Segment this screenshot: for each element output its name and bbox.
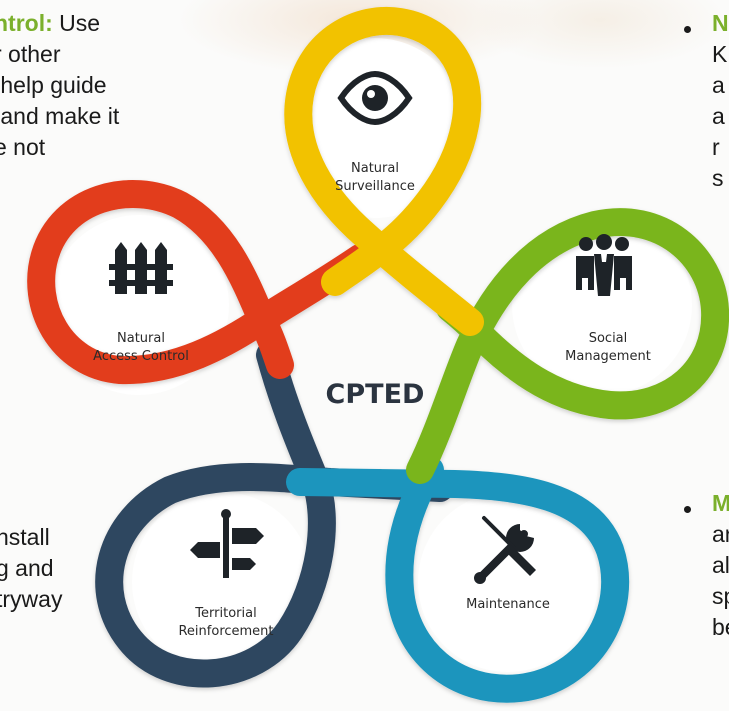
maintenance-description: M ar al sp be xyxy=(712,488,729,643)
eye-icon xyxy=(337,70,413,126)
bullet-icon xyxy=(684,506,691,513)
text-line: a xyxy=(712,103,725,129)
center-title: CPTED xyxy=(326,379,425,410)
tools-icon xyxy=(474,516,536,584)
text-line: sp xyxy=(712,583,729,609)
access-label-line2: Access Control xyxy=(93,349,189,364)
maintenance-label: Maintenance xyxy=(466,597,550,612)
territorial-label-line2: Reinforcement xyxy=(178,624,273,639)
signpost-icon xyxy=(190,509,264,578)
maintenance-circle xyxy=(418,492,598,672)
territorial-description: nstall g and tryway xyxy=(0,522,62,615)
text-line: e not xyxy=(0,134,46,160)
social-circle xyxy=(512,215,692,395)
access-label-line1: Natural xyxy=(117,331,165,346)
text-line: nstall xyxy=(0,524,50,550)
fence-icon xyxy=(109,242,173,294)
text-line: Use xyxy=(52,10,101,36)
text-line: be xyxy=(712,614,729,640)
surveillance-label-line1: Natural xyxy=(351,161,399,176)
territorial-circle xyxy=(132,492,312,672)
text-line: help guide xyxy=(0,72,107,98)
maintenance-heading: M xyxy=(712,490,729,516)
text-line: s xyxy=(712,165,724,191)
text-line: and make it xyxy=(0,103,120,129)
text-line: r other xyxy=(0,41,61,67)
surveillance-description: N K a a r s xyxy=(712,8,729,194)
text-line: al xyxy=(712,552,729,578)
surveillance-heading: N xyxy=(712,10,729,36)
surveillance-label-line2: Surveillance xyxy=(335,179,415,194)
bullet-icon xyxy=(684,26,691,33)
access-control-description: ntrol: Use r other help guide and make i… xyxy=(0,8,119,163)
access-loop xyxy=(27,180,374,385)
territorial-label-line1: Territorial xyxy=(194,606,256,621)
people-icon xyxy=(576,234,632,296)
social-label-line1: Social xyxy=(589,331,628,346)
text-line: r xyxy=(712,134,720,160)
social-loop xyxy=(406,208,729,484)
text-line: K xyxy=(712,41,728,67)
surveillance-loop xyxy=(284,6,484,336)
maintenance-loop xyxy=(286,456,630,703)
social-label-line2: Management xyxy=(565,349,651,364)
text-line: g and xyxy=(0,555,54,581)
access-control-heading: ntrol: xyxy=(0,10,53,36)
text-line: a xyxy=(712,72,725,98)
text-line: tryway xyxy=(0,586,63,612)
text-line: ar xyxy=(712,521,729,547)
